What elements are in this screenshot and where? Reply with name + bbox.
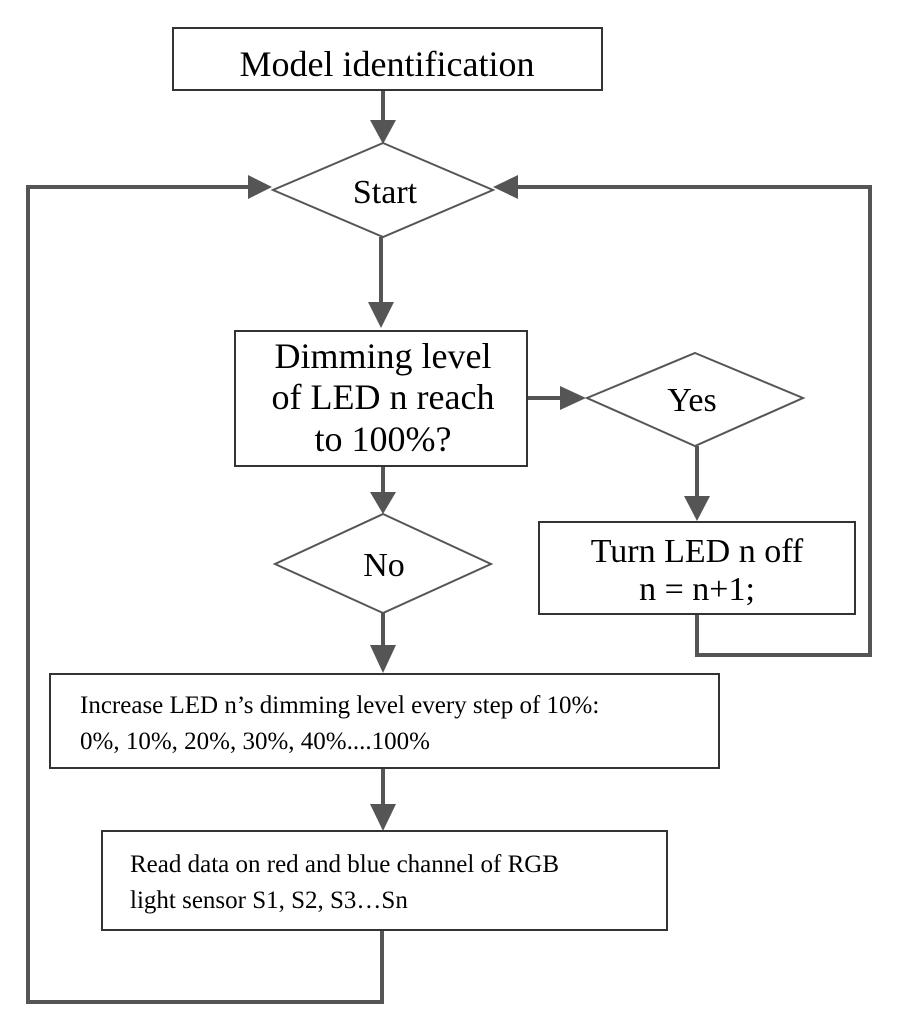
model-identification-label: Model identification [240,44,535,84]
node-turn-off: Turn LED n off n = n+1; [538,521,856,615]
edge-read-loop-to-start [26,185,384,1004]
arrowhead-into-dimming [368,302,394,328]
arrowhead-into-start-right [493,175,518,199]
arrowhead-into-increase [370,645,396,673]
increase-line-2: 0%, 10%, 20%, 30%, 40%....100% [80,728,430,755]
yes-label: Yes [667,382,716,419]
read-data-line-2: light sensor S1, S2, S3…Sn [130,887,408,914]
arrowhead-into-read [370,804,396,831]
node-read-data: Read data on red and blue channel of RGB… [101,830,668,931]
start-label: Start [353,174,418,211]
node-increase: Increase LED n’s dimming level every ste… [49,673,720,769]
turn-off-line-1: Turn LED n off [591,533,804,570]
turn-off-line-2: n = n+1; [639,571,755,608]
no-label: No [363,547,405,584]
increase-line-1: Increase LED n’s dimming level every ste… [80,692,599,719]
node-model-identification: Model identification [172,27,603,91]
node-start: Start [270,141,496,239]
dimming-line-1: Dimming level [275,336,492,376]
arrowhead-into-no [370,492,396,514]
read-data-line-1: Read data on red and blue channel of RGB [130,851,559,878]
dimming-line-2: of LED n reach [272,377,495,417]
node-yes: Yes [584,351,806,448]
arrowhead-into-turnoff [684,496,710,521]
arrowhead-into-start-left [248,175,272,199]
node-dimming-check: Dimming level of LED n reach to 100%? [234,330,528,467]
arrowhead-into-yes [560,386,586,410]
edge-turnoff-loop-to-start [518,185,872,657]
node-no: No [272,512,494,615]
connectors [26,90,872,1004]
arrowhead-into-start-top [370,120,396,144]
arrowheads [248,120,710,831]
dimming-line-3: to 100%? [315,419,452,459]
